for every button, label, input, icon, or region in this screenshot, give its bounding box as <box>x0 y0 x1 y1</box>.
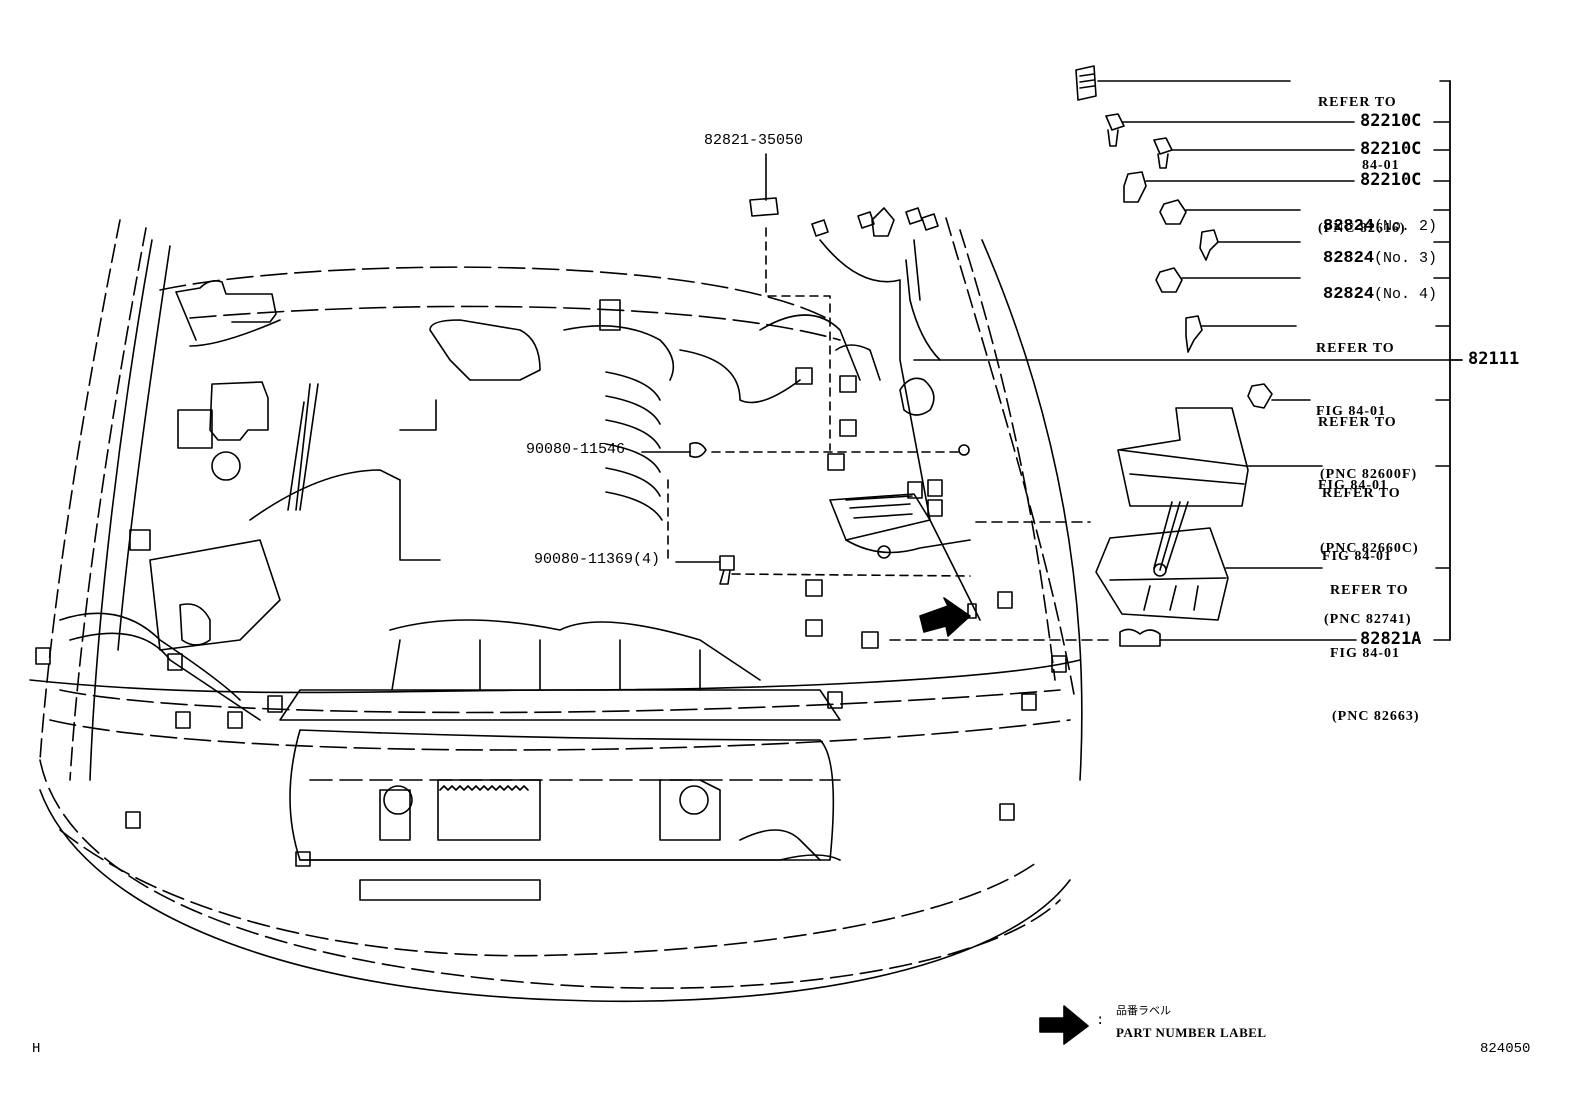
callout-line: REFER TO <box>1322 486 1401 501</box>
legend-arrow-icon <box>1039 1005 1089 1045</box>
callout-line: REFER TO <box>1318 95 1397 110</box>
part-suffix: (No. 4) <box>1374 286 1438 303</box>
wire-harness <box>227 207 1067 821</box>
radiator-front <box>289 729 841 901</box>
part-suffix: (No. 2) <box>1374 218 1438 235</box>
callout-refer-82600f: REFER TO FIG 84-01 (PNC 82600F) <box>1316 296 1417 506</box>
callout-line: REFER TO <box>1318 415 1397 430</box>
callout-line: FIG 84-01 <box>1318 478 1389 493</box>
part-label-82824-no4: 82824(No. 4) <box>1305 268 1437 304</box>
part-label-82210c-2: 82210C <box>1360 139 1422 159</box>
legend-label-jp: 品番ラベル <box>1116 1004 1171 1017</box>
part-label-90080-11546: 90080-11546 <box>526 441 626 458</box>
callout-refer-82660c: REFER TO FIG 84-01 (PNC 82660C) <box>1318 370 1419 580</box>
left-components <box>35 280 319 829</box>
center-callout-leaders <box>641 153 779 585</box>
legend-label-en: PART NUMBER LABEL <box>1116 1025 1267 1040</box>
callout-line: FIG 84-01 <box>1316 404 1387 419</box>
right-part-icons <box>1075 65 1273 647</box>
part-label-82210c-1: 82210C <box>1360 111 1422 131</box>
right-callout-leaders <box>913 80 1463 641</box>
part-label-90080-11369: 90080-11369(4) <box>534 551 661 568</box>
callout-refer-82741: REFER TO FIG 84-01 (PNC 82741) <box>1322 441 1412 651</box>
callout-line: (PNC 82600F) <box>1320 467 1418 482</box>
part-number: 82824 <box>1323 285 1375 304</box>
callout-line: REFER TO <box>1330 583 1409 598</box>
leader-lines-center <box>667 227 1113 641</box>
callout-refer-82616: REFER TO 84-01 (PNC 82616) <box>1318 50 1406 260</box>
callout-line: (PNC 82741) <box>1324 612 1412 627</box>
callout-line: 84-01 <box>1362 158 1400 173</box>
part-label-82210c-3: 82210C <box>1360 170 1422 190</box>
part-suffix: (No. 3) <box>1374 250 1438 267</box>
callout-line: FIG 84-01 <box>1330 646 1401 661</box>
callout-line: (PNC 82663) <box>1332 709 1420 724</box>
vehicle-body-outline <box>29 217 1083 1003</box>
callout-line: (PNC 82616) <box>1318 221 1406 236</box>
callout-line: REFER TO <box>1316 341 1395 356</box>
main-assembly-label-82111: 82111 <box>1468 349 1520 369</box>
part-number: 82824 <box>1323 217 1375 236</box>
figure-code: 824050 <box>1480 1041 1531 1057</box>
part-number: 82824 <box>1323 249 1375 268</box>
part-label-82824-no2: 82824(No. 2) <box>1305 200 1437 236</box>
corner-mark: H <box>32 1041 41 1057</box>
callout-line: FIG 84-01 <box>1322 549 1393 564</box>
part-label-82824-no3: 82824(No. 3) <box>1305 232 1437 268</box>
legend-separator: : <box>1096 1013 1105 1029</box>
part-label-82821-35050: 82821-35050 <box>704 132 804 149</box>
callout-refer-82663: REFER TO FIG 84-01 (PNC 82663) <box>1330 538 1420 748</box>
part-label-82821a: 82821A <box>1360 629 1422 649</box>
engine-block <box>249 299 861 721</box>
callout-line: (PNC 82660C) <box>1320 541 1419 556</box>
